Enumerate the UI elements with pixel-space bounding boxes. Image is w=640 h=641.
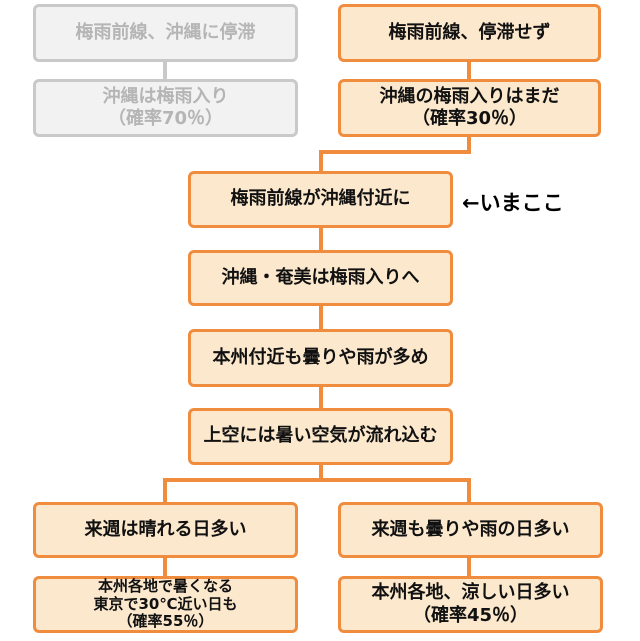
connector-elbow-horizontal [319, 150, 471, 154]
connector-elbow-vertical-center [319, 150, 323, 172]
flow-node-warm-air: 上空には暑い空気が流れ込む [188, 408, 453, 465]
connector-left-outcome [163, 557, 167, 577]
flow-node-alternate-top: 梅雨前線、沖縄に停滞 [33, 4, 298, 62]
connector-right-outcome [467, 557, 471, 577]
connector-gray-top [163, 61, 167, 80]
flow-node-now: 梅雨前線が沖縄付近に [188, 171, 453, 228]
flow-node-branch-left: 来週は晴れる日多い [33, 502, 298, 558]
flow-node-honshu-cloudy: 本州付近も曇りや雨が多め [188, 329, 453, 387]
connector-branch-horizontal [163, 478, 471, 482]
connector-orange-top [467, 61, 471, 80]
connector-honshu-to-warmair [319, 386, 323, 409]
flow-node-actual-top: 梅雨前線、停滞せず [338, 4, 601, 62]
flow-node-branch-right: 来週も曇りや雨の日多い [338, 502, 603, 558]
connector-now-to-okinawa [319, 227, 323, 251]
connector-branch-right-drop [467, 478, 471, 503]
connector-elbow-vertical-right [467, 136, 471, 154]
flow-node-outcome-right: 本州各地、涼しい日多い （確率45％） [338, 576, 603, 633]
connector-branch-left-drop [163, 478, 167, 503]
flow-node-okinawa-amami: 沖縄・奄美は梅雨入りへ [188, 250, 453, 306]
now-marker: ←いまここ [462, 191, 564, 215]
connector-branch-stem [319, 464, 323, 481]
flow-node-outcome-left: 本州各地で暑くなる 東京で30℃近い日も （確率55％） [33, 576, 298, 633]
flow-node-actual-result: 沖縄の梅雨入りはまだ （確率30％） [338, 79, 601, 137]
flow-node-alternate-result: 沖縄は梅雨入り （確率70％） [33, 79, 298, 137]
connector-okinawa-to-honshu [319, 305, 323, 330]
